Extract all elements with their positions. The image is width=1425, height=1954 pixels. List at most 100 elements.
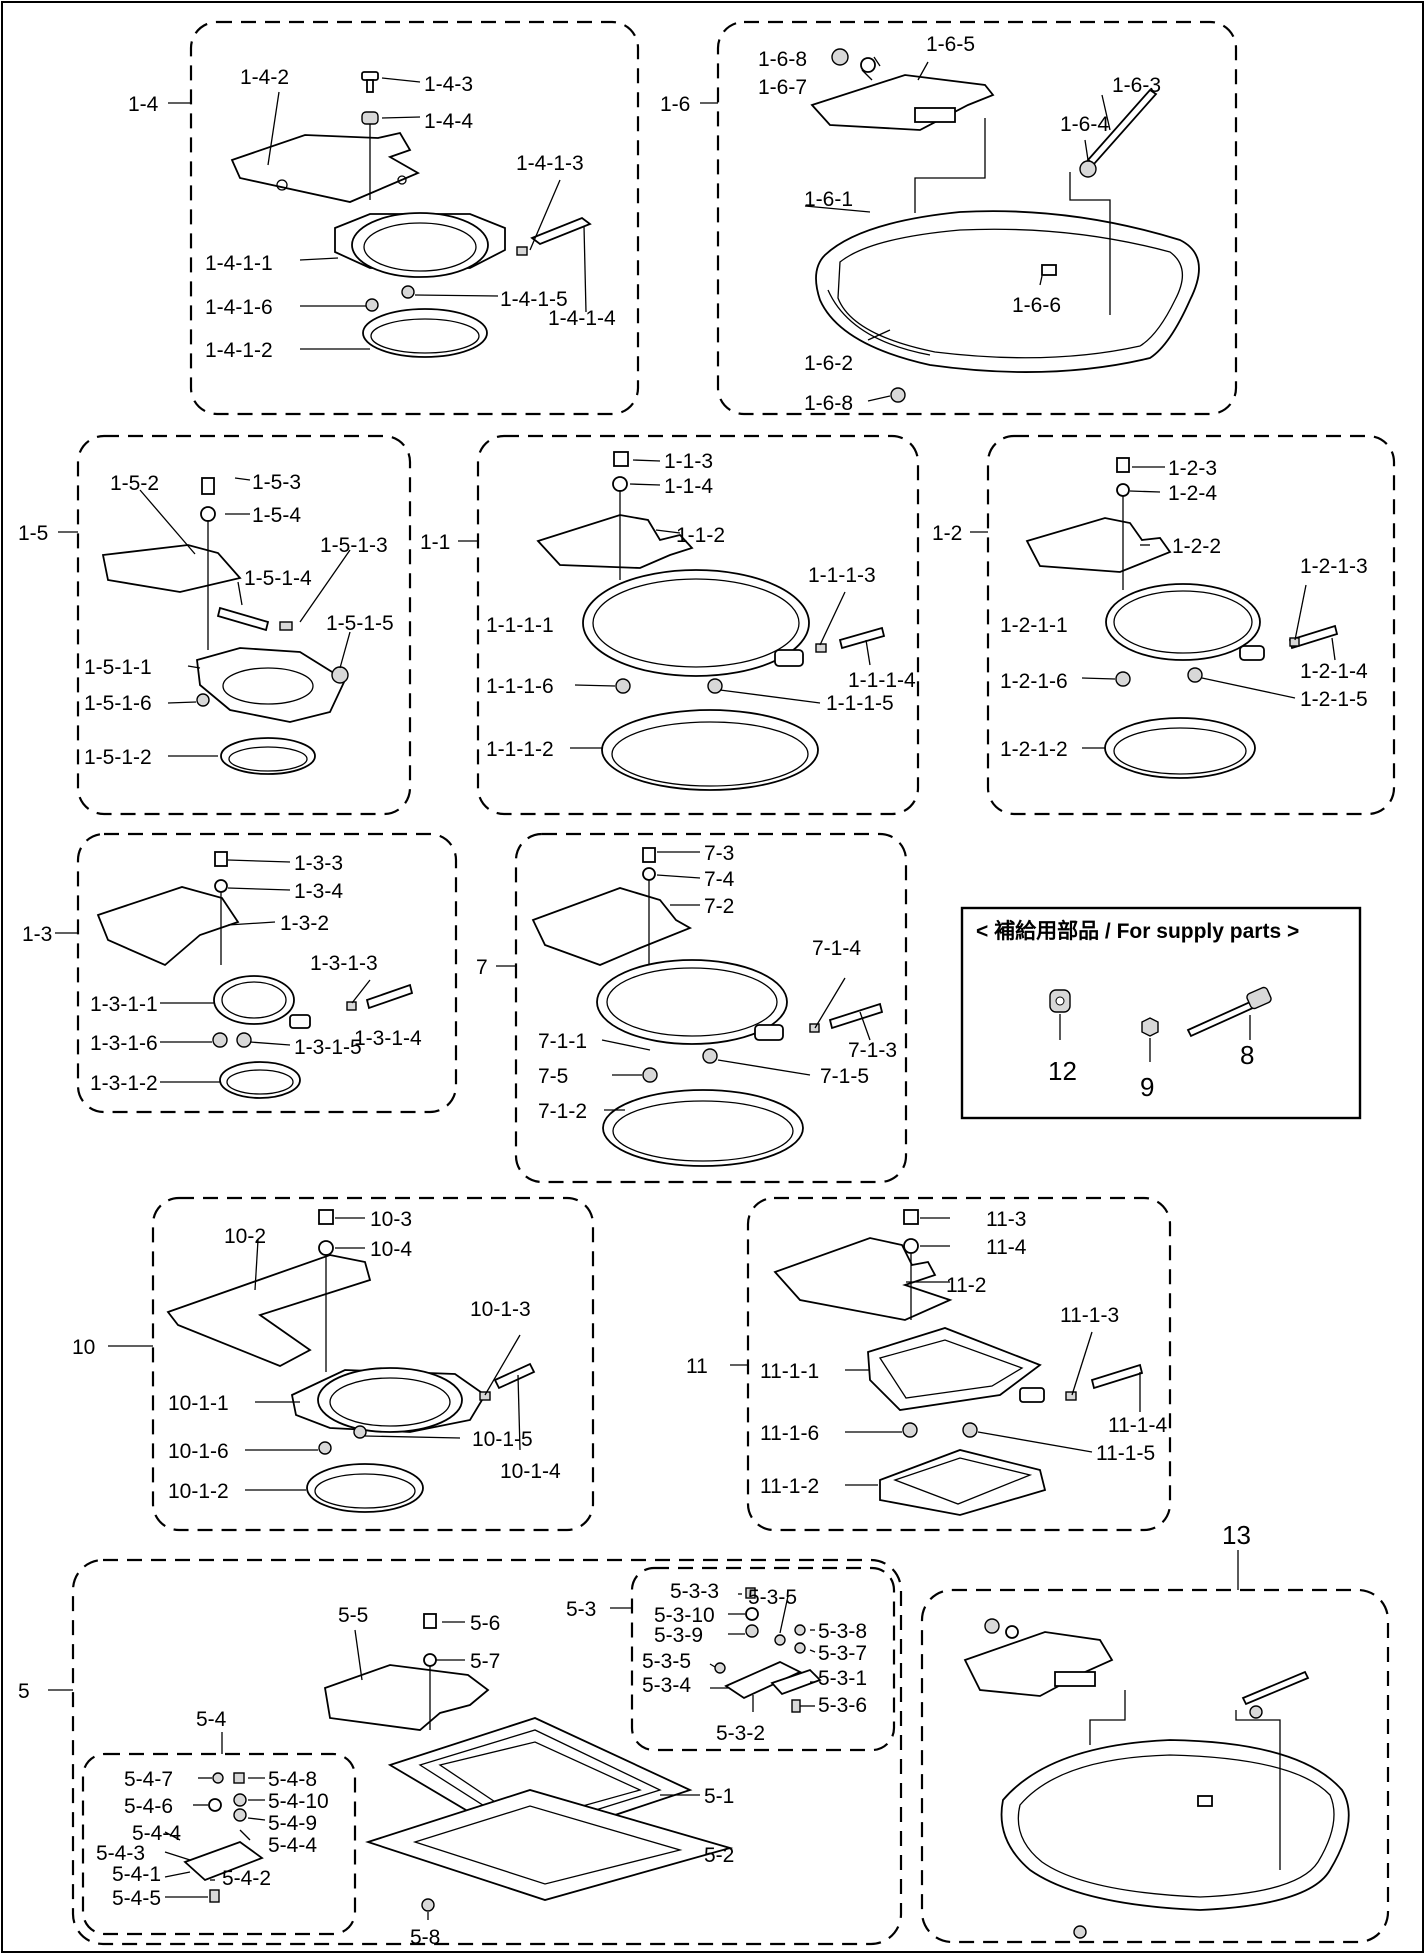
washer-1-3-4 [214,879,228,893]
washer-5-7 [423,1653,437,1667]
part-label-g11b-3: 11-2 [946,1274,986,1297]
part-label-g13-5: 1-3-1-1 [90,993,158,1016]
bolt-11-1-4 [1090,1363,1144,1390]
group-5-4 [81,1732,357,1936]
part-label-g16-5: 1-6-4 [1060,113,1109,136]
nut-1-3-1-6 [212,1032,228,1048]
part-label-g14-1: 1-4-2 [240,66,289,89]
part-label-g10-3: 10-4 [370,1238,412,1261]
group-1-2-frame [986,434,1396,816]
part-label-g13-2: 1-3-4 [294,880,343,903]
group-1-6-frame [716,20,1238,416]
part-label-g15-3: 1-5-4 [252,504,301,527]
spring-1-2-1-3 [1289,637,1300,647]
part-label-g11b-6: 11-1-4 [1108,1414,1167,1437]
part-label-g11b-2: 11-4 [986,1236,1027,1259]
part-label-g16-1: 1-6-8 [758,48,807,71]
part-label-g16-9: 1-6-8 [804,392,853,415]
part-label-g10-6: 10-1-5 [472,1428,533,1451]
nut-9-icon [1141,1017,1159,1037]
part-label-g7-8: 7-1-5 [820,1065,869,1088]
part-label-g15-5: 1-5-1-4 [244,567,312,590]
part-label-g53-2: 5-3-10 [654,1604,715,1627]
part-label-g12-6: 1-2-1-4 [1300,660,1368,683]
part-label-g10-4: 10-1-3 [470,1298,531,1321]
part-label-g13-0: 1-3 [22,923,52,946]
group-11-frame [746,1196,1172,1532]
part-label-g11b-5: 11-1-1 [760,1360,819,1383]
part-label-g54-7: 5-4-3 [96,1842,145,1865]
screw-1-1-3 [613,451,629,467]
part-label-g53-1: 5-3-5 [748,1586,797,1609]
nut-10-1-5 [353,1425,367,1439]
part-label-g11-6: 1-1-1-4 [848,669,916,692]
washer-5-3-9 [745,1624,759,1638]
group-1-2 [970,434,1396,816]
part-label-g16-2: 1-6-7 [758,76,807,99]
part-label-g53-5: 5-3-7 [818,1642,867,1665]
part-label-g14-2: 1-4-3 [424,73,473,96]
nut-1-5-1-6 [196,693,210,707]
part-label-g12-9: 1-2-1-2 [1000,738,1068,761]
group-1-5 [58,434,412,816]
nut-1-5-1-5 [331,666,349,684]
part-label-g54-2: 5-4-6 [124,1795,173,1818]
screw-1-4-3 [361,71,379,93]
part-label-g5-6: 5-8 [410,1926,440,1949]
part-label-g7-1: 7-3 [704,842,734,865]
washer-5-4-6 [208,1798,222,1812]
frame-1-6-1 [815,210,1200,373]
part-label-g7-9: 7-1-2 [538,1100,587,1123]
group-13-frame [920,1588,1390,1944]
part-label-g53-9: 5-3-6 [818,1694,867,1717]
part-label-g14-0: 1-4 [128,93,159,116]
nut-1-1-1-6 [615,678,631,694]
screw-1-6-6 [1041,264,1057,276]
screw-8-icon [1186,986,1272,1038]
bracket-plate-1-3-2 [96,886,240,967]
part-label-g11-0: 1-1 [420,531,450,554]
part-label-g15-9: 1-5-1-2 [84,746,152,769]
bolt-10-1-4 [493,1362,536,1390]
group-13 [920,1550,1390,1944]
bracket-plate [230,131,421,203]
group-1-3-frame [76,832,458,1114]
part-label-g5-4: 5-1 [704,1785,734,1808]
part-label-g13-6: 1-3-1-4 [354,1027,422,1050]
nut-1-6-8 [831,48,849,66]
part-label-g53-7: 5-3-4 [642,1674,691,1697]
part-label-g11-4: 1-1-1-3 [808,564,876,587]
bolt-1-3-1-4 [365,983,414,1010]
part-label-g7-3: 7-2 [704,895,734,918]
ring-1-3-1-2 [219,1061,301,1099]
part-label-g11-7: 1-1-1-6 [486,675,554,698]
part-label-g13-7: 1-3-1-6 [90,1032,158,1055]
plate-5-2 [365,1789,734,1901]
part-label-g53-3: 5-3-9 [654,1624,703,1647]
screw-5-3-6 [791,1699,801,1713]
part-label-g13-9: 1-3-1-2 [90,1072,158,1095]
part-label-g15-6: 1-5-1-5 [326,612,394,635]
part-label-g5-2: 5-6 [470,1612,500,1635]
group-1-4-frame [189,20,640,416]
part-label-g16-0: 1-6 [660,93,690,116]
part-label-g54-9: 5-4-2 [222,1867,271,1890]
part-label-g13-4: 1-3-1-3 [310,952,378,975]
spring-7-1-4 [809,1023,820,1033]
hoop-1-2-1-1 [1105,583,1265,661]
washer-5-4-9 [233,1808,247,1822]
screw-5-4-5 [209,1889,220,1903]
bracket-plate-1-6-5 [810,74,995,131]
nut-5-3-5 [774,1634,786,1646]
part-label-g11b-8: 11-1-5 [1096,1442,1155,1465]
screw-5-4-8 [233,1772,245,1784]
ring-10-1-2 [306,1463,424,1513]
part-label-g11b-7: 11-1-6 [760,1422,819,1445]
part-label-g16-7: 1-6-6 [1012,294,1061,317]
bracket-plate-1-5-2 [101,544,242,593]
washer-1-6-4 [1079,160,1097,178]
part-label-g11-8: 1-1-1-5 [826,692,894,715]
part-label-g12-5: 1-2-1-1 [1000,614,1068,637]
